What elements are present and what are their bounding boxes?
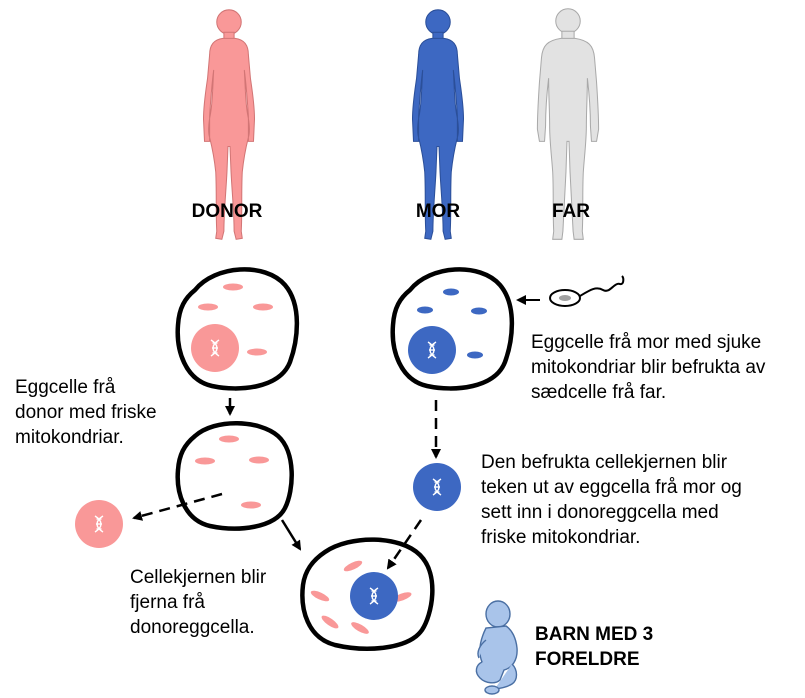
sperm-icon — [549, 275, 625, 307]
donor-egg-empty — [175, 421, 294, 531]
removed-donor-nucleus — [75, 500, 123, 548]
mor-egg-caption: Eggcelle frå mor med sjuke mitokondriar … — [531, 332, 766, 403]
donor-egg-cell — [175, 267, 300, 391]
arrows — [132, 398, 441, 570]
transferred-mor-nucleus — [413, 463, 461, 511]
nucleus-removed-caption: Cellekjernen blir fjerna frå donoreggcel… — [130, 567, 267, 638]
donor-label: DONOR — [191, 201, 263, 222]
nucleus-moved-caption: Den befrukta cellekjernen blir teken ut … — [481, 452, 742, 548]
mor-label: MOR — [415, 201, 461, 222]
resulting-egg-cell — [300, 537, 435, 651]
child-caption: BARN MED 3 FORELDRE — [535, 624, 654, 670]
donor-egg-caption: Eggcelle frå donor med friske mitokondri… — [15, 377, 157, 448]
far-label: FAR — [552, 201, 590, 222]
baby-icon — [475, 600, 518, 695]
mor-egg-cell — [390, 267, 515, 391]
